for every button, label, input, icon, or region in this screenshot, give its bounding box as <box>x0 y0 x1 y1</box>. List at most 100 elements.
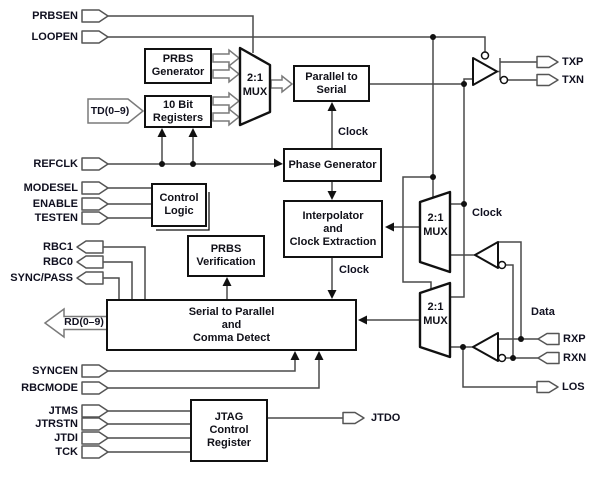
block-label: 10 Bit <box>163 98 193 111</box>
mux-ratio-label: 2:1 <box>427 301 444 313</box>
block-label: Registers <box>152 111 204 124</box>
clock-mux-shape <box>418 190 452 274</box>
block-label: Clock Extraction <box>289 235 377 248</box>
arrowheads <box>157 102 394 360</box>
block-label: Verification <box>196 256 256 268</box>
pin-enable <box>81 197 109 211</box>
pin-jtdo <box>342 411 365 425</box>
pin-label-sync-pass: SYNC/PASS <box>10 272 73 284</box>
prbs-generator-block: PRBS Generator <box>144 48 212 84</box>
mux-shapes <box>238 46 452 359</box>
clock-receiver-shape <box>474 241 499 269</box>
block-label: Interpolator <box>302 209 364 222</box>
pin-label-syncen: SYNCEN <box>32 365 78 377</box>
td-bus-label: TD(0–9) <box>90 105 130 117</box>
block-label: PRBS <box>162 53 194 65</box>
pin-label-refclk: REFCLK <box>33 158 78 170</box>
clock-mux-label: 2:1 MUX <box>420 211 451 239</box>
pin-los <box>536 380 559 394</box>
pin-label-rxp: RXP <box>563 333 586 345</box>
rd-bus-label: RD(0–9) <box>64 316 104 328</box>
mux-clock-wire-label: Clock <box>472 207 502 219</box>
pin-sync-pass <box>76 271 104 285</box>
prbs-verification-block: PRBS Verification <box>187 235 265 277</box>
block-label: Register <box>206 437 252 449</box>
rx-receivers <box>472 241 507 363</box>
pin-label-los: LOS <box>562 381 585 393</box>
block-label: Control <box>159 192 199 204</box>
data-wire-label: Data <box>531 306 555 318</box>
serial-to-parallel-block: Serial to Parallel and Comma Detect <box>106 299 357 351</box>
pin-label-prbsen: PRBSEN <box>32 10 78 22</box>
block-label: Logic <box>164 205 194 217</box>
pin-label-testen: TESTEN <box>34 212 78 224</box>
pin-label-tck: TCK <box>55 446 78 458</box>
pin-loopen <box>81 30 109 44</box>
pin-rbc0 <box>76 255 104 269</box>
mux-ratio-label: 2:1 <box>247 72 263 84</box>
junction-dots <box>159 34 524 361</box>
pin-rbc1 <box>76 240 104 254</box>
pin-label-enable: ENABLE <box>32 198 78 210</box>
bus-arrows <box>43 48 294 339</box>
block-label: PRBS <box>210 243 242 255</box>
pin-label-rbc1: RBC1 <box>43 241 73 253</box>
control-logic-block: Control Logic <box>151 183 207 227</box>
rx-clock-wire-label: Clock <box>339 264 369 276</box>
pin-rxn <box>537 351 560 365</box>
td-bus-arrow <box>87 98 145 124</box>
pin-label-rbc0: RBC0 <box>43 256 73 268</box>
pin-label-jtdi: JTDI <box>54 432 78 444</box>
mux-name-label: MUX <box>242 86 268 98</box>
mux-name-label: MUX <box>423 315 448 327</box>
pins <box>76 9 560 459</box>
block-label: Control <box>209 424 249 436</box>
interpolator-clock-extraction-block: Interpolator and Clock Extraction <box>283 200 383 258</box>
block-label: and <box>323 222 343 235</box>
wires <box>103 15 538 453</box>
block-label: Parallel to <box>305 70 358 83</box>
pin-modesel <box>81 181 109 195</box>
pin-label-jtrstn: JTRSTN <box>35 418 78 430</box>
control-logic-shadow <box>156 192 210 231</box>
tx-mux-shape <box>238 46 272 127</box>
pin-testen <box>81 211 109 225</box>
block-label: Phase Generator <box>288 158 377 171</box>
data-mux-shape <box>418 281 452 359</box>
pin-txn <box>536 73 559 87</box>
pin-jtrstn <box>81 417 109 431</box>
pin-rxp <box>537 332 560 346</box>
data-mux-label: 2:1 MUX <box>420 300 451 328</box>
block-label: JTAG <box>214 411 244 423</box>
block-label: and <box>221 318 242 331</box>
pin-label-loopen: LOOPEN <box>31 31 78 43</box>
tx-clock-wire-label: Clock <box>338 126 368 138</box>
block-label: Serial to Parallel <box>188 305 275 318</box>
pin-label-jtms: JTMS <box>48 405 78 417</box>
tx-driver <box>472 51 509 86</box>
block-label: Comma Detect <box>192 331 271 344</box>
mux-ratio-label: 2:1 <box>427 212 444 224</box>
mux-name-label: MUX <box>423 226 448 238</box>
parallel-to-serial-block: Parallel to Serial <box>293 65 370 102</box>
tx-mux-label: 2:1 MUX <box>238 71 272 99</box>
pin-txp <box>536 55 559 69</box>
pin-label-txp: TXP <box>562 56 584 68</box>
pin-rbcmode <box>81 381 109 395</box>
phase-generator-block: Phase Generator <box>283 148 382 182</box>
ten-bit-registers-block: 10 Bit Registers <box>144 95 212 128</box>
pin-label-jtdo: JTDO <box>371 412 401 424</box>
pin-tck <box>81 445 109 459</box>
pin-label-modesel: MODESEL <box>23 182 78 194</box>
block-label: Serial <box>316 83 347 96</box>
pin-refclk <box>81 157 109 171</box>
jtag-control-register-block: JTAG Control Register <box>190 399 268 462</box>
data-receiver-shape <box>472 332 499 362</box>
pin-label-rbcmode: RBCMODE <box>21 382 78 394</box>
pin-jtms <box>81 404 109 418</box>
pin-prbsen <box>81 9 109 23</box>
pin-label-txn: TXN <box>562 74 584 86</box>
pin-syncen <box>81 364 109 378</box>
